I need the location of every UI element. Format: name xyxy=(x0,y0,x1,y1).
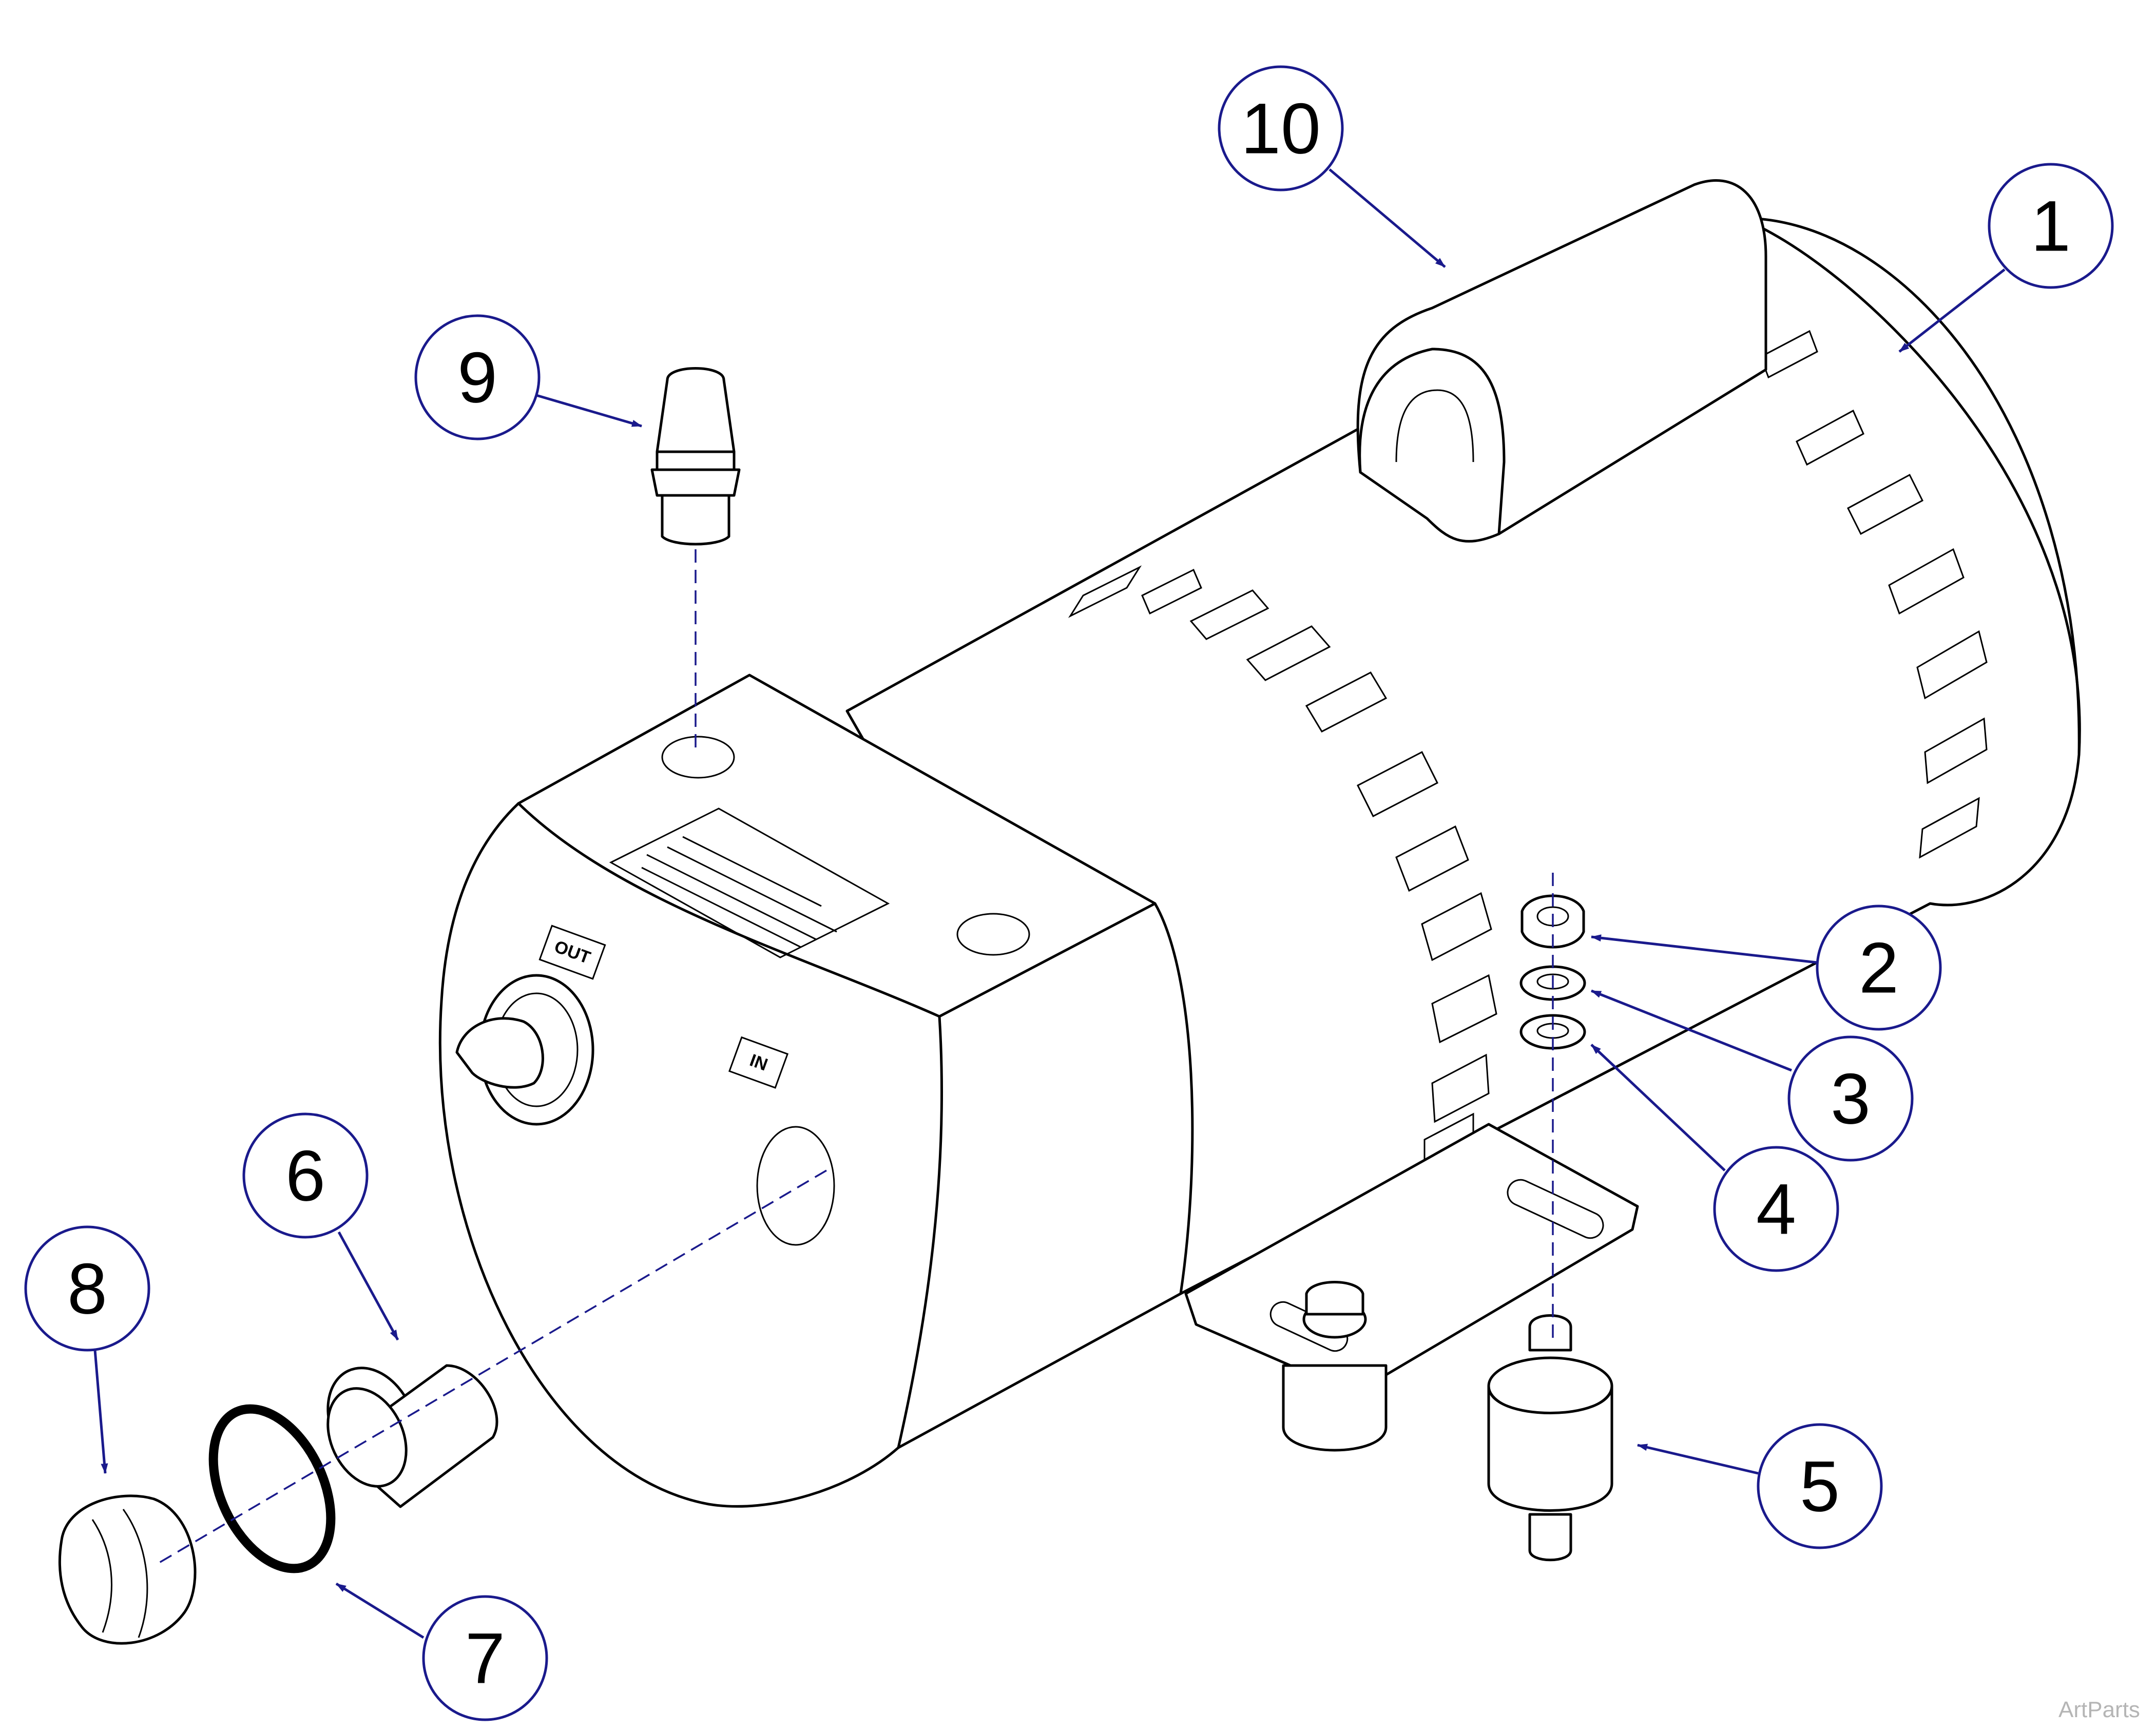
callout-5-label: 5 xyxy=(1800,1446,1840,1527)
callout-3-label: 3 xyxy=(1831,1059,1871,1139)
callout-10: 10 xyxy=(1218,65,1344,191)
end-cap-part xyxy=(58,1494,197,1645)
muffler-part xyxy=(650,367,741,546)
pump-head: OUT IN xyxy=(438,674,1194,1508)
callout-8-label: 8 xyxy=(67,1248,107,1329)
callout-4-label: 4 xyxy=(1756,1169,1796,1250)
callout-1-label: 1 xyxy=(2031,186,2071,266)
callout-2: 2 xyxy=(1816,905,1942,1031)
mounting-foot xyxy=(1184,1123,1639,1452)
callout-6-label: 6 xyxy=(285,1136,325,1216)
callout-9-label: 9 xyxy=(457,337,497,418)
callout-1: 1 xyxy=(1988,163,2114,289)
callout-7: 7 xyxy=(422,1595,548,1721)
callout-6: 6 xyxy=(242,1112,369,1239)
o-ring-part xyxy=(208,1404,336,1573)
artparts-watermark: ArtParts xyxy=(2058,1697,2140,1722)
callout-10-label: 10 xyxy=(1241,88,1321,169)
callout-9: 9 xyxy=(414,314,541,440)
callout-7-label: 7 xyxy=(465,1618,505,1699)
callout-3: 3 xyxy=(1787,1035,1914,1162)
junction-box xyxy=(1356,179,1767,543)
callout-4: 4 xyxy=(1713,1146,1839,1272)
callout-leaders xyxy=(93,168,2006,1639)
callout-2-label: 2 xyxy=(1859,928,1899,1008)
assembly-centerlines xyxy=(153,549,1554,1567)
vibration-mount-part xyxy=(1487,1314,1613,1562)
inlet-fitting-part xyxy=(326,1364,498,1508)
callout-5: 5 xyxy=(1757,1423,1883,1549)
callout-8: 8 xyxy=(24,1225,150,1352)
